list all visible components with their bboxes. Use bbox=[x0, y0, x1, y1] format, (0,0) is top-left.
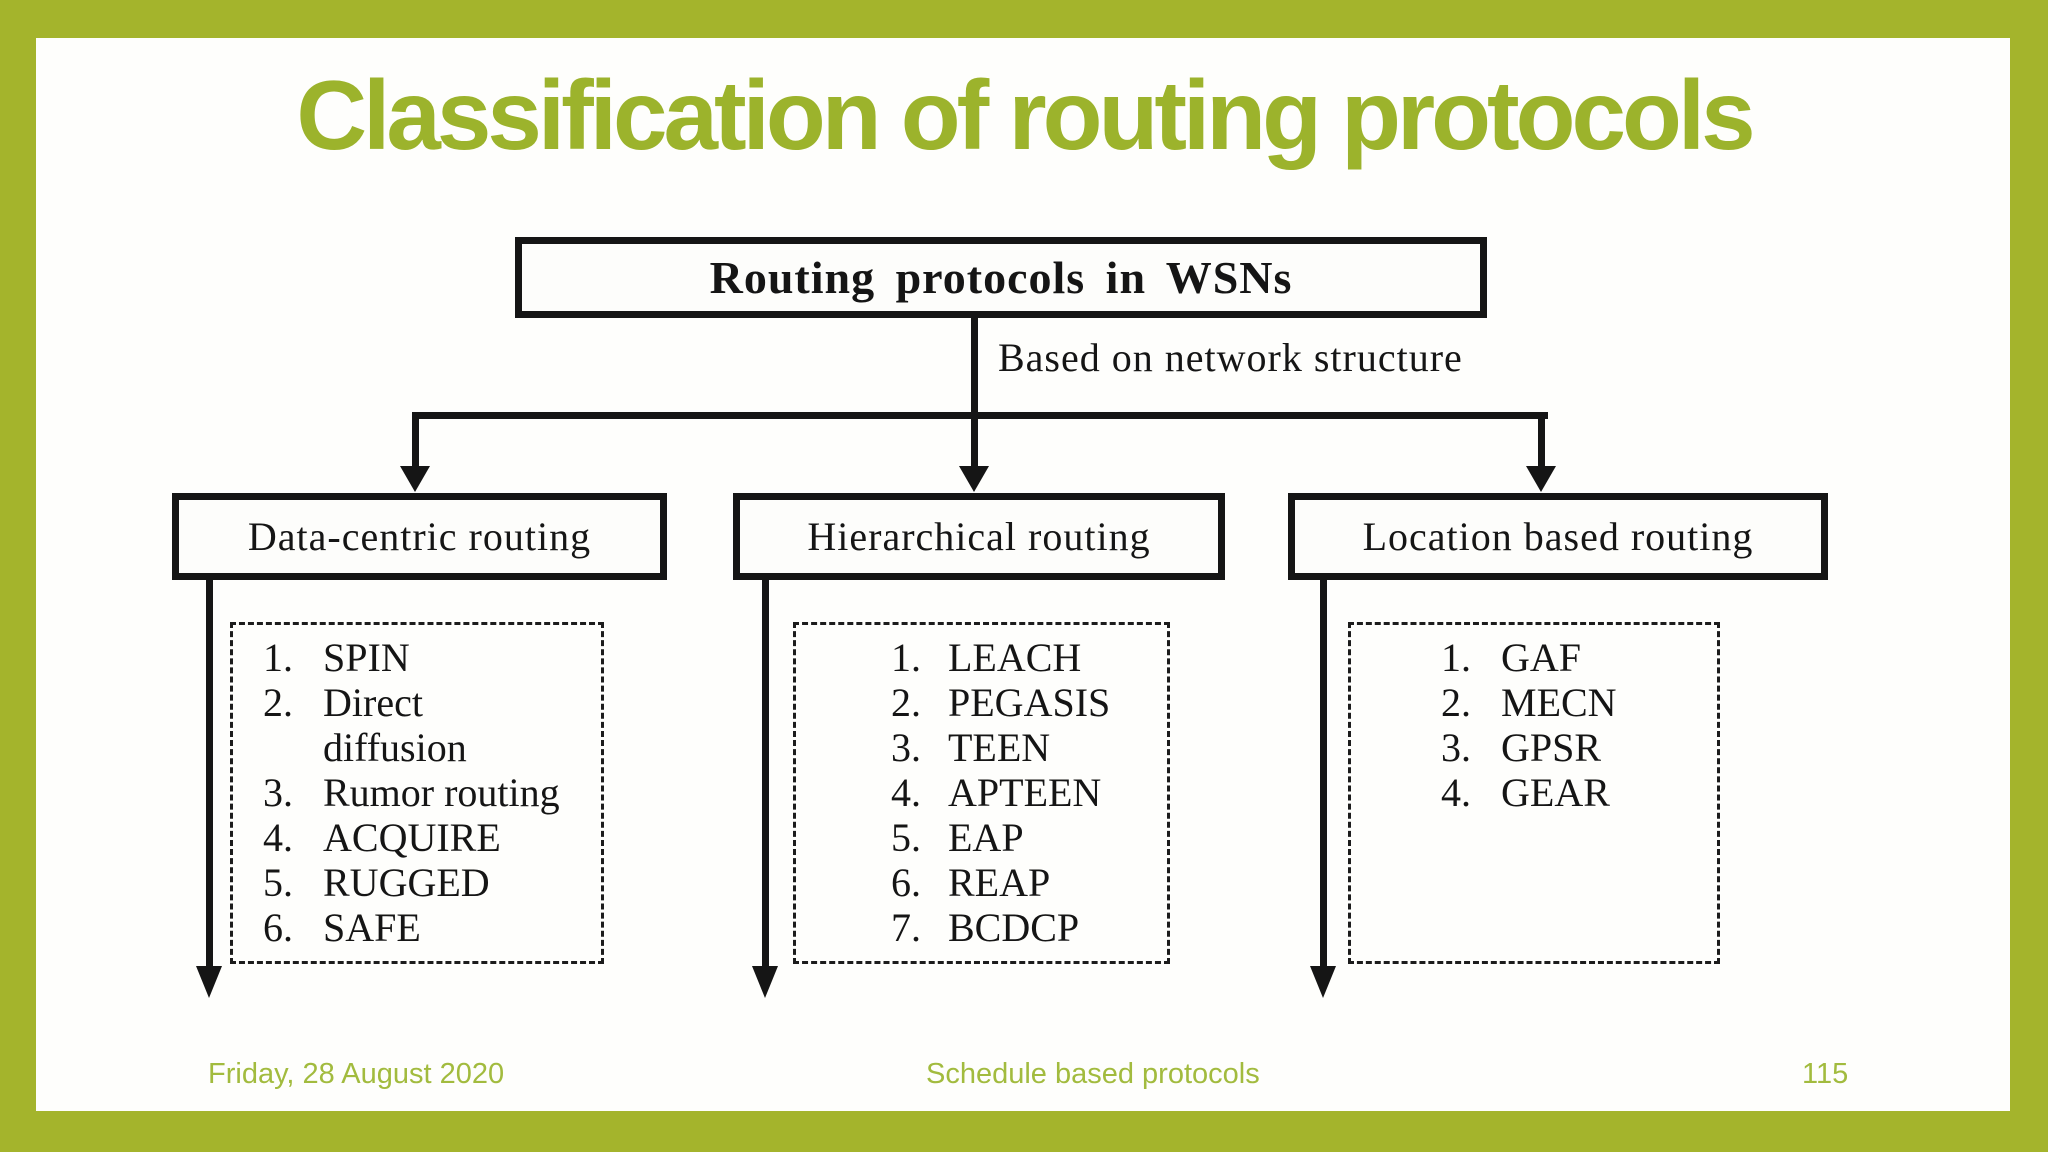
branch-label: Hierarchical routing bbox=[807, 514, 1151, 559]
list-item-number: 5. bbox=[891, 815, 921, 860]
arrowhead-down-icon bbox=[752, 966, 778, 998]
arrowhead-down-icon bbox=[400, 466, 430, 492]
list-item-label: Direct diffusion bbox=[323, 680, 467, 770]
branch-box-location-based: Location based routing bbox=[1288, 493, 1828, 580]
arrowhead-down-icon bbox=[196, 966, 222, 998]
root-node-box: Routing protocols in WSNs bbox=[515, 237, 1487, 318]
list-item: 5. EAP bbox=[796, 815, 1167, 860]
hierarchical-protocol-list: 1. LEACH 2. PEGASIS 3. TEEN 4. APTEEN 5.… bbox=[793, 622, 1170, 964]
list-item-number: 5. bbox=[263, 860, 293, 905]
arrowhead-down-icon bbox=[1310, 966, 1336, 998]
list-item: 4. APTEEN bbox=[796, 770, 1167, 815]
list-item: 6. REAP bbox=[796, 860, 1167, 905]
list-item-label: SAFE bbox=[323, 905, 421, 950]
arrowhead-down-icon bbox=[1526, 466, 1556, 492]
list-item-number: 4. bbox=[1441, 770, 1471, 815]
connector-drop-right bbox=[1538, 412, 1545, 470]
list-item: 2. MECN bbox=[1351, 680, 1717, 725]
list-item: 3. GPSR bbox=[1351, 725, 1717, 770]
footer-date: Friday, 28 August 2020 bbox=[208, 1058, 505, 1090]
list-item: 1. SPIN bbox=[233, 635, 601, 680]
list-item-label: GAF bbox=[1501, 635, 1582, 680]
branch-label: Location based routing bbox=[1362, 514, 1754, 559]
connector-drop-left bbox=[412, 412, 419, 470]
list-item-label: RUGGED bbox=[323, 860, 490, 905]
root-node-label: Routing protocols in WSNs bbox=[709, 252, 1293, 303]
list-item-label: MECN bbox=[1501, 680, 1617, 725]
connector-drop-center bbox=[971, 412, 978, 470]
list-item-number: 2. bbox=[1441, 680, 1471, 725]
branch-arrow-center bbox=[762, 578, 769, 968]
list-item-label: REAP bbox=[948, 860, 1051, 905]
slide-footer: Friday, 28 August 2020 Schedule based pr… bbox=[0, 1058, 2048, 1094]
list-item-label: TEEN bbox=[948, 725, 1051, 770]
list-item-number: 1. bbox=[1441, 635, 1471, 680]
connector-root-vertical bbox=[971, 315, 978, 415]
data-centric-protocol-list: 1. SPIN 2. Direct diffusion 3. Rumor rou… bbox=[230, 622, 604, 964]
list-item-number: 7. bbox=[891, 905, 921, 950]
list-item-label: APTEEN bbox=[948, 770, 1102, 815]
arrowhead-down-icon bbox=[959, 466, 989, 492]
list-item-label: GEAR bbox=[1501, 770, 1610, 815]
edge-label: Based on network structure bbox=[998, 335, 1463, 380]
branch-arrow-right bbox=[1320, 578, 1327, 968]
connector-horizontal-bar bbox=[412, 412, 1548, 419]
list-item: 2. Direct diffusion bbox=[233, 680, 601, 770]
list-item: 5. RUGGED bbox=[233, 860, 601, 905]
list-item-label: ACQUIRE bbox=[323, 815, 501, 860]
list-item-number: 6. bbox=[263, 905, 293, 950]
branch-arrow-left bbox=[206, 578, 213, 968]
list-item-number: 2. bbox=[263, 680, 293, 725]
list-item-label: BCDCP bbox=[948, 905, 1080, 950]
list-item-number: 4. bbox=[263, 815, 293, 860]
list-item-number: 3. bbox=[263, 770, 293, 815]
list-item-label: SPIN bbox=[323, 635, 410, 680]
list-item-number: 1. bbox=[263, 635, 293, 680]
list-item: 2. PEGASIS bbox=[796, 680, 1167, 725]
list-item: 3. Rumor routing bbox=[233, 770, 601, 815]
list-item-number: 2. bbox=[891, 680, 921, 725]
list-item-label: GPSR bbox=[1501, 725, 1602, 770]
footer-page-number: 115 bbox=[1802, 1058, 1849, 1090]
list-item-number: 3. bbox=[891, 725, 921, 770]
list-item-number: 3. bbox=[1441, 725, 1471, 770]
branch-box-data-centric: Data-centric routing bbox=[172, 493, 667, 580]
branch-box-hierarchical: Hierarchical routing bbox=[733, 493, 1225, 580]
slide-title: Classification of routing protocols bbox=[296, 60, 1755, 170]
list-item-label: PEGASIS bbox=[948, 680, 1111, 725]
list-item: 1. LEACH bbox=[796, 635, 1167, 680]
location-based-protocol-list: 1. GAF 2. MECN 3. GPSR 4. GEAR bbox=[1348, 622, 1720, 964]
list-item-number: 1. bbox=[891, 635, 921, 680]
list-item: 3. TEEN bbox=[796, 725, 1167, 770]
branch-label: Data-centric routing bbox=[247, 514, 592, 559]
list-item-number: 4. bbox=[891, 770, 921, 815]
list-item: 1. GAF bbox=[1351, 635, 1717, 680]
list-item-label: LEACH bbox=[948, 635, 1082, 680]
footer-section-title: Schedule based protocols bbox=[926, 1058, 1260, 1090]
list-item: 6. SAFE bbox=[233, 905, 601, 950]
list-item-number: 6. bbox=[891, 860, 921, 905]
list-item-label: EAP bbox=[948, 815, 1024, 860]
list-item: 4. GEAR bbox=[1351, 770, 1717, 815]
list-item-label: Rumor routing bbox=[323, 770, 560, 815]
list-item: 4. ACQUIRE bbox=[233, 815, 601, 860]
list-item: 7. BCDCP bbox=[796, 905, 1167, 950]
